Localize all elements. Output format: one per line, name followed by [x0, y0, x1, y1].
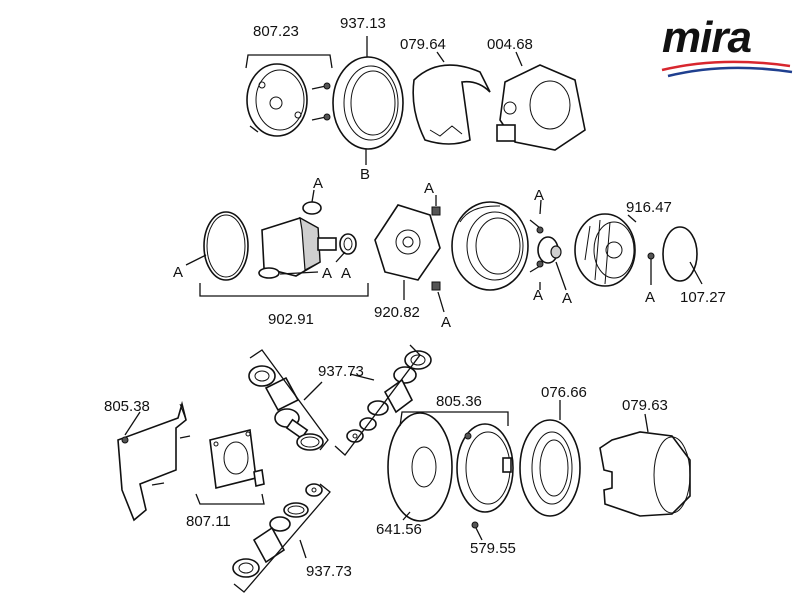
- label-a-4: A: [173, 264, 183, 281]
- label-937-13: 937.13: [340, 15, 386, 32]
- cartridge-part: [258, 189, 357, 279]
- valve-body-part-004-68: [496, 51, 586, 151]
- label-805-38: 805.38: [104, 398, 150, 415]
- fitting-set-top: [248, 365, 324, 451]
- label-902-91: 902.91: [268, 311, 314, 328]
- label-a-6: A: [341, 265, 351, 282]
- mira-logo: mira: [661, 13, 793, 78]
- bracket-937-73-top: [249, 349, 329, 451]
- label-a-9: A: [645, 289, 655, 306]
- label-805-36: 805.36: [436, 393, 482, 410]
- shroud-part-079-64: [412, 51, 491, 145]
- bracket-937-73-right: [334, 344, 421, 456]
- label-a-1: A: [313, 175, 323, 192]
- logo-swoosh-red: [661, 60, 791, 72]
- label-937-73-top: 937.73: [318, 363, 364, 380]
- label-937-73-bottom: 937.73: [306, 563, 352, 580]
- ring-part-076-66: [519, 400, 581, 517]
- label-807-23: 807.23: [253, 23, 299, 40]
- label-107-27: 107.27: [680, 289, 726, 306]
- label-a-10: A: [441, 314, 451, 331]
- ring-part-937-13: [332, 36, 404, 165]
- label-a-5: A: [322, 265, 332, 282]
- label-a-2: A: [424, 180, 434, 197]
- label-004-68: 004.68: [487, 36, 533, 53]
- mounting-plate-part-807-11: [195, 429, 265, 505]
- bracket-902-91: [199, 283, 369, 297]
- label-579-55: 579.55: [470, 540, 516, 557]
- bracket-805-36: [399, 411, 509, 427]
- concealing-plate-part-641-56: [387, 412, 453, 522]
- label-076-66: 076.66: [541, 384, 587, 401]
- large-ring-part: [451, 201, 529, 291]
- shroud-part-079-63: [599, 413, 691, 517]
- label-920-82: 920.82: [374, 304, 420, 321]
- label-807-11: 807.11: [186, 513, 231, 530]
- label-079-64: 079.64: [400, 36, 446, 53]
- logo-text: mira: [662, 13, 751, 62]
- flow-regulator-part-920-82: [374, 204, 441, 300]
- logo-swoosh-blue: [667, 66, 793, 78]
- wall-bracket-part-805-38: [117, 400, 191, 522]
- control-knob-part-916-47: [574, 213, 637, 287]
- retaining-ring-part: [456, 423, 514, 541]
- label-a-7: A: [533, 287, 543, 304]
- spindle-part: [537, 236, 567, 291]
- cap-part-107-27: [647, 226, 703, 285]
- label-a-3: A: [534, 187, 544, 204]
- large-o-ring: [203, 211, 249, 281]
- screws: [529, 199, 544, 290]
- label-b: B: [360, 166, 370, 183]
- bracket-807-23: [245, 54, 333, 69]
- label-079-63: 079.63: [622, 397, 668, 414]
- fitting-set-right: [346, 350, 432, 443]
- label-916-47: 916.47: [626, 199, 672, 216]
- label-641-56: 641.56: [376, 521, 422, 538]
- bracket-937-73-bottom: [233, 483, 331, 593]
- screws: [311, 82, 331, 121]
- label-a-8: A: [562, 290, 572, 307]
- cover-plate-part: [246, 63, 308, 137]
- screws: [431, 195, 445, 313]
